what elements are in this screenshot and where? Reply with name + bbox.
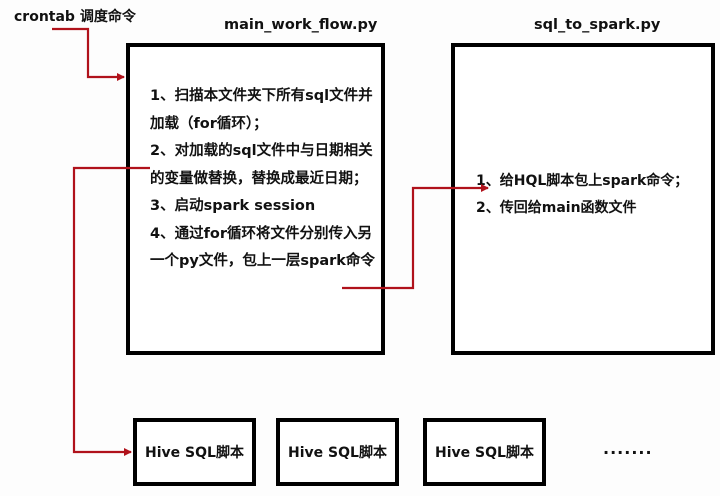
main-steps-list: 1、扫描本文件夹下所有sql文件并加载（for循环）； 2、对加载的sql文件中… <box>150 83 378 276</box>
more-scripts-ellipsis: ······· <box>603 443 653 462</box>
helper-steps-list: 1、给HQL脚本包上spark命令； 2、传回给main函数文件 <box>476 168 688 222</box>
main-step: 2、对加载的sql文件中与日期相关的变量做替换，替换成最近日期； <box>150 143 373 187</box>
crontab-to-main-arrow <box>52 27 125 81</box>
helper-file-title: sql_to_spark.py <box>534 17 661 33</box>
helper-step: 1、给HQL脚本包上spark命令； <box>476 173 689 189</box>
helper-step: 2、传回给main函数文件 <box>476 200 637 216</box>
sql-to-spark-box <box>451 43 715 355</box>
trigger-label: crontab 调度命令 <box>14 9 136 25</box>
hive-sql-script-box: Hive SQL脚本 <box>133 418 256 486</box>
main-to-scripts-arrow <box>72 166 150 456</box>
main-to-helper-arrow <box>342 184 489 290</box>
hive-sql-script-box: Hive SQL脚本 <box>276 418 399 486</box>
hive-sql-script-box: Hive SQL脚本 <box>423 418 546 486</box>
main-file-title: main_work_flow.py <box>224 17 378 33</box>
main-step: 3、启动spark session <box>150 198 316 214</box>
main-step: 4、通过for循环将文件分别传入另一个py文件，包上一层spark命令 <box>150 225 375 270</box>
main-workflow-box <box>126 43 385 355</box>
main-step: 1、扫描本文件夹下所有sql文件并加载（for循环）； <box>150 88 373 132</box>
